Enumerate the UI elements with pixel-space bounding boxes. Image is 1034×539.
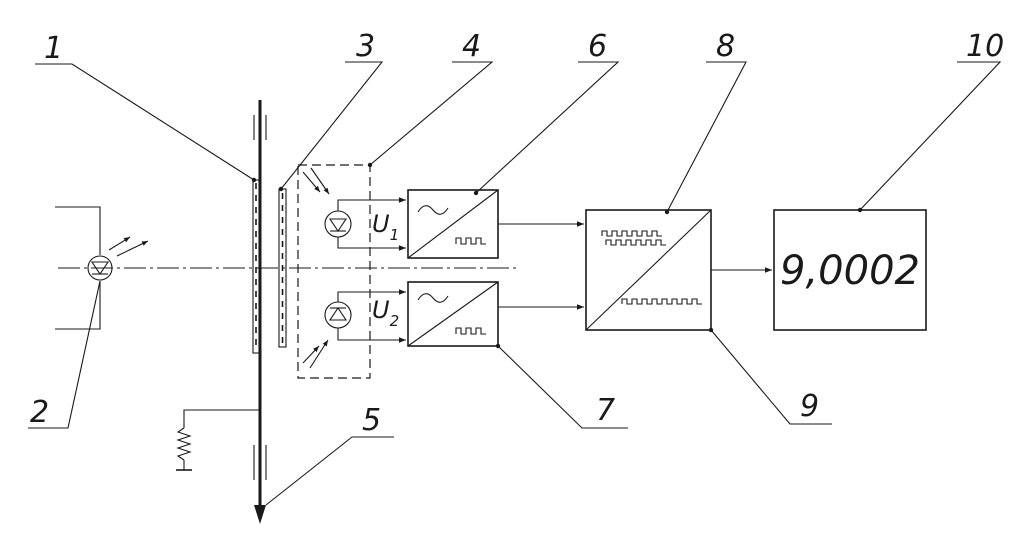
u1-label: U1 <box>372 210 399 244</box>
label-3: 3 <box>356 29 375 64</box>
detector-light-arrows <box>302 167 330 369</box>
photodiode-u1 <box>324 197 406 251</box>
label-10: 10 <box>966 29 1004 64</box>
detector-enclosure <box>297 162 373 379</box>
u2-label: U2 <box>372 296 399 330</box>
label-7: 7 <box>596 393 615 428</box>
converter-6 <box>407 189 584 259</box>
label-4: 4 <box>462 29 481 64</box>
converter-7 <box>407 281 584 349</box>
label-2: 2 <box>30 395 49 430</box>
scale-rod <box>251 100 267 524</box>
reference-grating <box>278 186 287 348</box>
phase-comparator <box>585 209 772 333</box>
label-6: 6 <box>588 29 607 64</box>
label-9: 9 <box>800 389 819 424</box>
photodiode-u2 <box>324 289 406 343</box>
label-8: 8 <box>716 29 735 64</box>
spring <box>176 409 260 471</box>
label-5: 5 <box>362 403 381 438</box>
label-1: 1 <box>44 31 63 66</box>
light-source <box>55 206 149 330</box>
leader-lines <box>28 61 1002 506</box>
display-reading: 9,0002 <box>780 248 920 294</box>
